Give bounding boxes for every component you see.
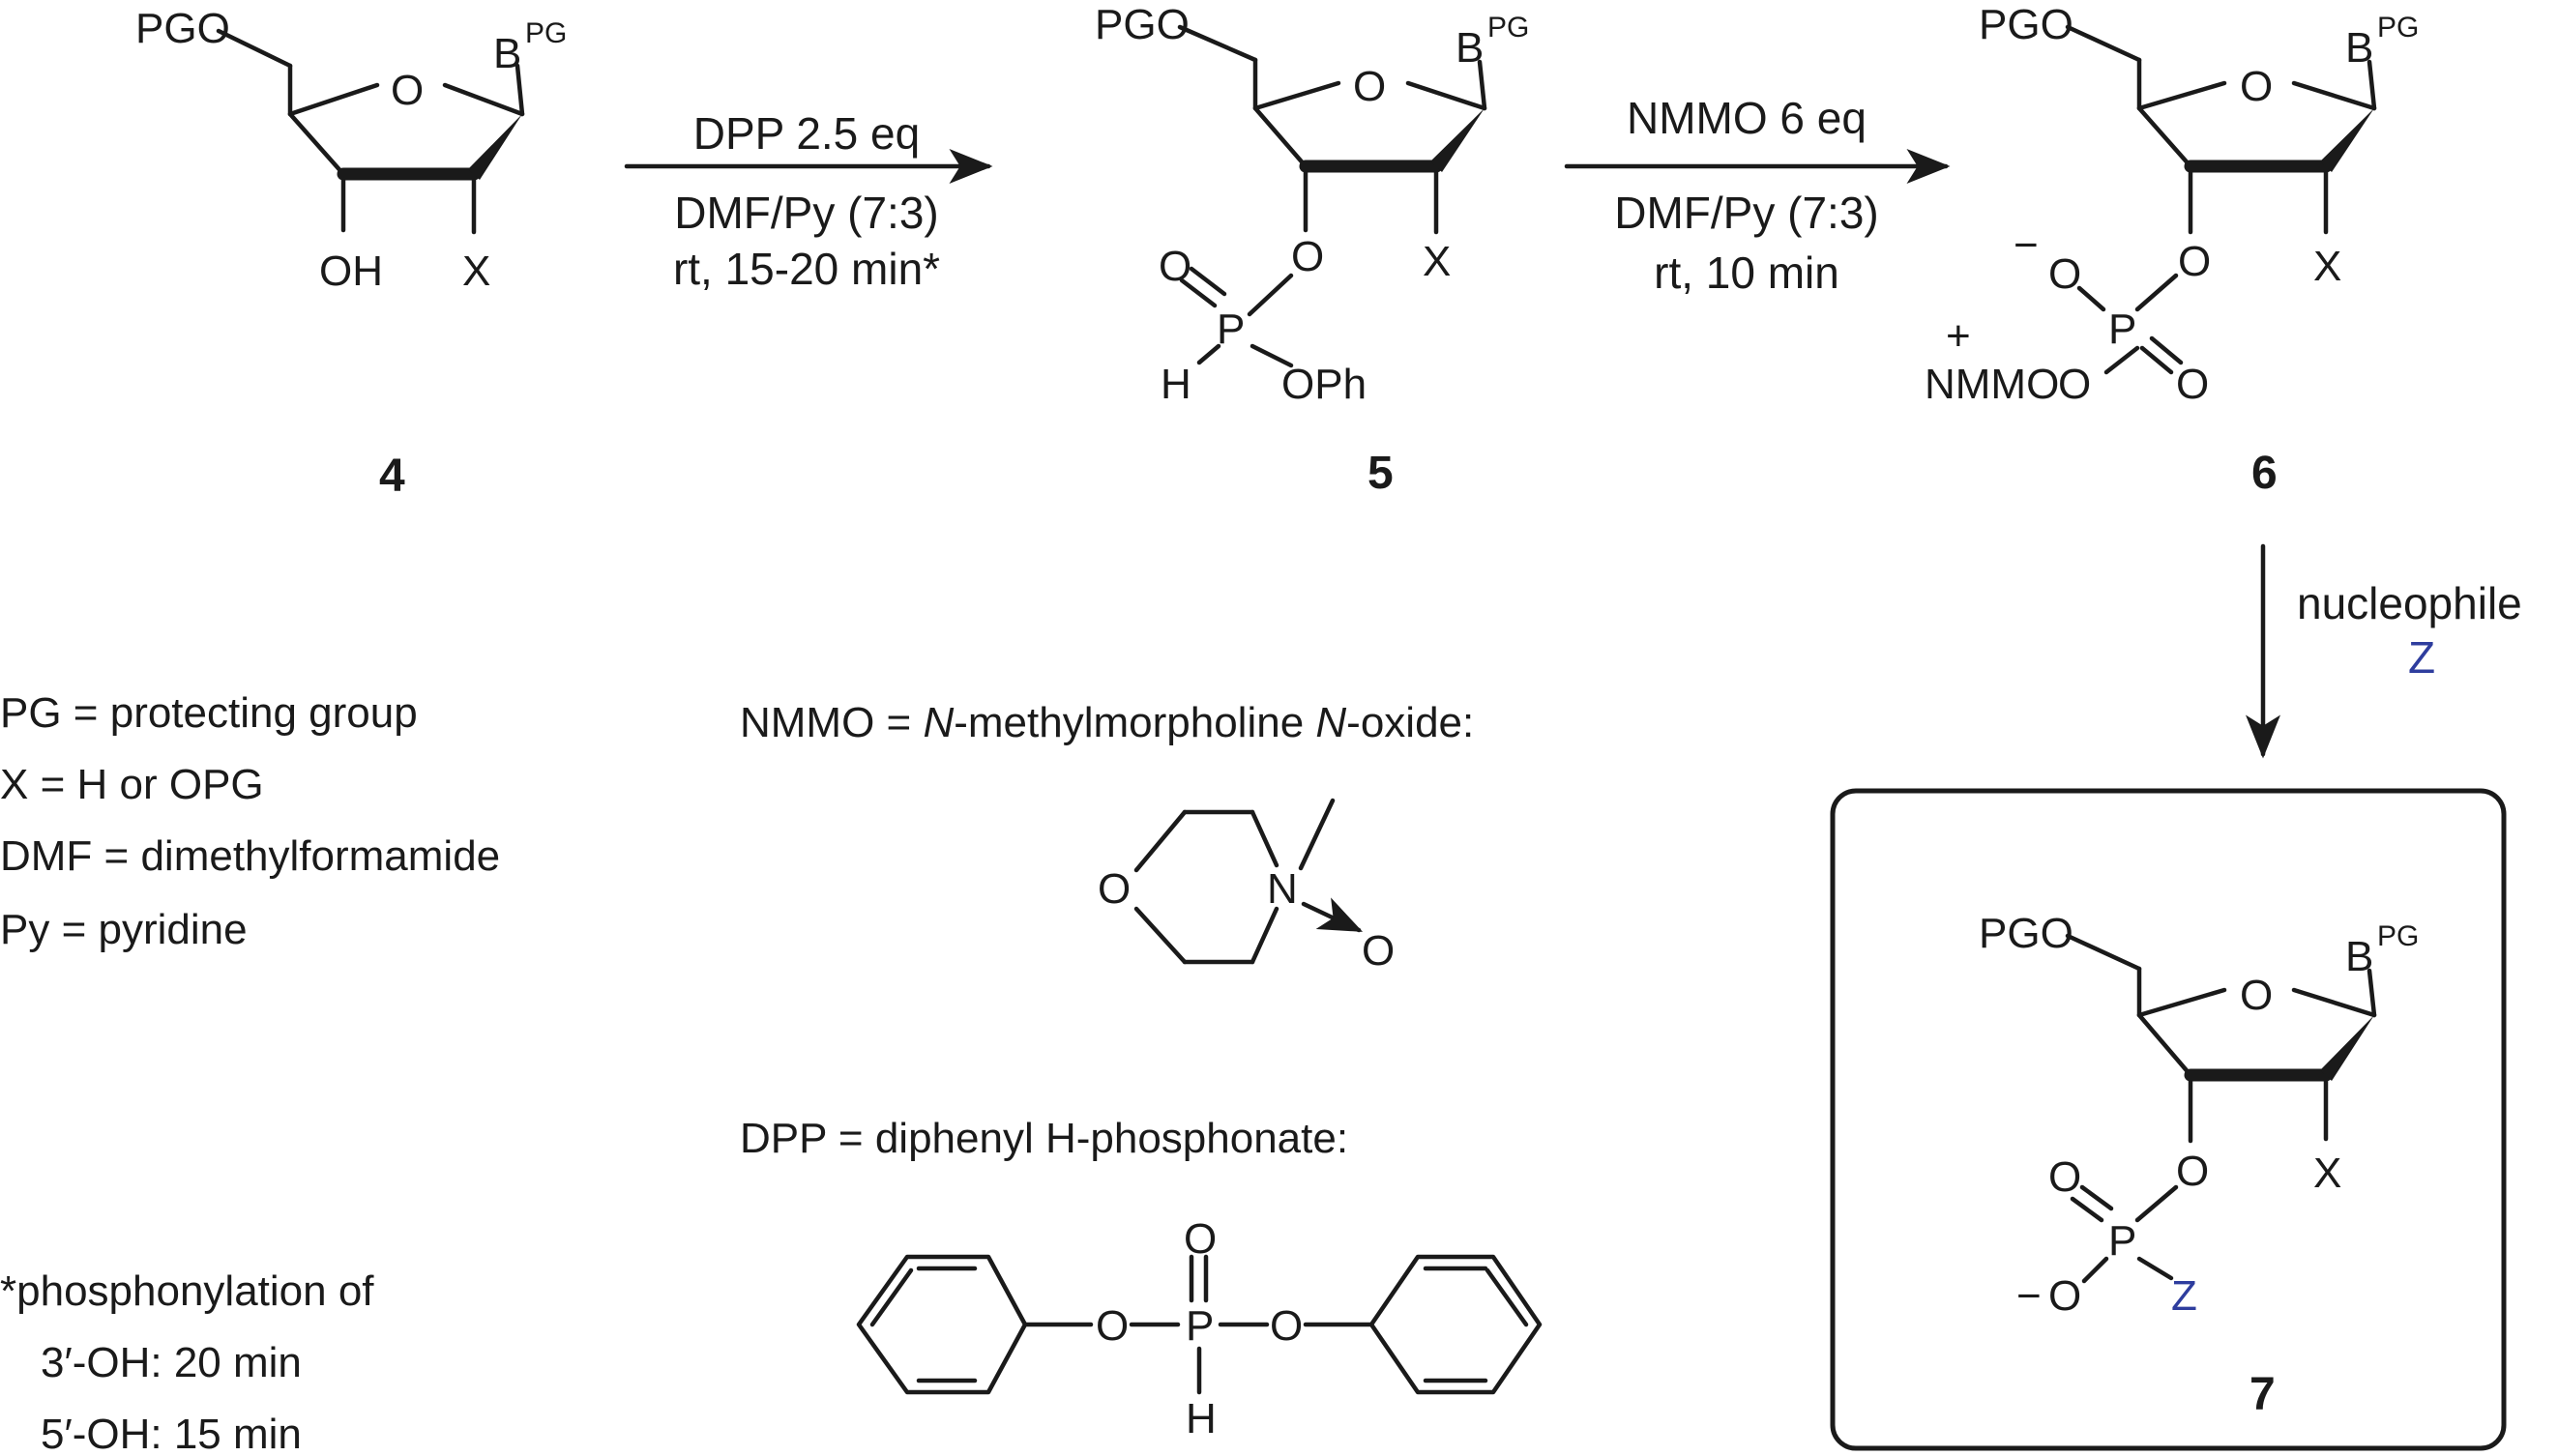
nmmo-ring-o: O xyxy=(1098,865,1131,913)
c7-o3: O xyxy=(2176,1148,2209,1195)
c4-number: 4 xyxy=(379,451,405,502)
c6-plus-sign: + xyxy=(1946,312,1971,360)
reaction-step-3: nucleophile Z xyxy=(2246,543,2522,759)
c6-pgo: PGO xyxy=(1979,1,2073,48)
c7-number: 7 xyxy=(2249,1369,2276,1420)
footnote-line2: 3′-OH: 20 min xyxy=(41,1339,302,1386)
legend-dmf: DMF = dimethylformamide xyxy=(0,832,500,880)
footnote: *phosphonylation of 3′-OH: 20 min 5′-OH:… xyxy=(0,1267,374,1456)
dpp-o-right: O xyxy=(1270,1302,1303,1350)
dpp-phosphorus: P xyxy=(1186,1302,1214,1350)
c6-nmmo: NMMO xyxy=(1925,361,2059,408)
nmmo-n-oxide-o: O xyxy=(1362,927,1395,975)
nmmo-structure: O N O xyxy=(1098,798,1395,975)
c6-p-oxo: O xyxy=(2176,361,2209,408)
step1-conditions: rt, 15-20 min* xyxy=(673,244,940,294)
legend-pg: PG = protecting group xyxy=(0,689,418,737)
dpp-definition-text: DPP = diphenyl H-phosphonate: xyxy=(740,1115,1348,1162)
c5-number: 5 xyxy=(1367,448,1394,499)
dpp-o-top: O xyxy=(1184,1215,1217,1263)
step3-nucleophile-z: Z xyxy=(2408,632,2435,683)
reaction-step-2: NMMO 6 eq DMF/Py (7:3) rt, 10 min xyxy=(1564,93,1951,298)
legend-x: X = H or OPG xyxy=(0,761,264,808)
c5-base-sup: PG xyxy=(1487,12,1529,44)
nmmo-n: N xyxy=(1267,865,1298,913)
nmmo-definition-text: NMMO = N-methylmorpholine N-oxide: xyxy=(740,699,1474,746)
c7-z: Z xyxy=(2171,1272,2197,1320)
compound-5: PGO O B PG O X O P H OPh 5 xyxy=(1095,1,1529,499)
c5-base: B xyxy=(1455,24,1484,72)
product-box xyxy=(1830,788,2507,1451)
c6-ring-o: O xyxy=(2240,63,2273,110)
c6-o3: O xyxy=(2178,238,2211,285)
abbreviation-legend: PG = protecting group X = H or OPG DMF =… xyxy=(0,689,500,953)
footnote-line3: 5′-OH: 15 min xyxy=(41,1411,302,1456)
c7-phosphorus: P xyxy=(2108,1217,2136,1265)
nmmo-definition: NMMO = N-methylmorpholine N-oxide: O N O xyxy=(740,699,1474,975)
c7-minus-sign: − xyxy=(2016,1272,2042,1320)
c7-o-anion: O xyxy=(2048,1272,2081,1320)
c6-base: B xyxy=(2345,24,2373,72)
c7-ring-o: O xyxy=(2240,972,2273,1019)
c5-phosphorus: P xyxy=(1217,306,1245,353)
c7-pgo: PGO xyxy=(1979,910,2073,957)
c5-ring-o: O xyxy=(1353,63,1386,110)
c5-h: H xyxy=(1161,361,1191,408)
c7-p-oxo: O xyxy=(2048,1153,2081,1201)
dpp-structure: O P O O H xyxy=(856,1215,1543,1442)
step2-reagent: NMMO 6 eq xyxy=(1627,93,1867,143)
c4-base: B xyxy=(493,30,521,77)
compound-4: PGO O B PG OH X 4 xyxy=(135,5,567,502)
c4-x: X xyxy=(462,248,490,295)
c5-p-oxo: O xyxy=(1159,243,1191,290)
reaction-step-1: DPP 2.5 eq DMF/Py (7:3) rt, 15-20 min* xyxy=(624,108,993,294)
c7-x: X xyxy=(2313,1150,2341,1197)
c5-pgo: PGO xyxy=(1095,1,1190,48)
c4-pgo: PGO xyxy=(135,5,230,52)
c6-base-sup: PG xyxy=(2377,12,2419,44)
footnote-line1: *phosphonylation of xyxy=(0,1267,374,1315)
c6-number: 6 xyxy=(2251,448,2278,499)
c6-o-anion: O xyxy=(2048,250,2081,298)
dpp-o-left: O xyxy=(1096,1302,1129,1350)
step3-reagent: nucleophile xyxy=(2297,578,2522,628)
dpp-definition: DPP = diphenyl H-phosphonate: O P O O H xyxy=(740,1115,1543,1442)
legend-py: Py = pyridine xyxy=(0,906,248,953)
dpp-h: H xyxy=(1186,1395,1217,1442)
step2-solvent: DMF/Py (7:3) xyxy=(1614,188,1878,238)
step2-conditions: rt, 10 min xyxy=(1654,248,1839,298)
c6-x: X xyxy=(2313,243,2341,290)
c7-base: B xyxy=(2345,933,2373,980)
c6-counter-o: O xyxy=(2058,361,2091,408)
c4-ring-o: O xyxy=(391,67,424,114)
c5-x: X xyxy=(1423,238,1451,285)
c6-phosphorus: P xyxy=(2108,306,2136,353)
step1-solvent: DMF/Py (7:3) xyxy=(674,188,938,238)
c7-base-sup: PG xyxy=(2377,920,2419,952)
c5-o3: O xyxy=(1291,233,1324,280)
c4-base-sup: PG xyxy=(525,17,567,49)
c4-oh: OH xyxy=(319,248,383,295)
compound-6: PGO O B PG O X − O P O + NMMO O 6 xyxy=(1925,1,2419,499)
c5-oph: OPh xyxy=(1281,361,1367,408)
compound-7: PGO O B PG O X O P − O Z 7 xyxy=(1830,788,2507,1451)
c6-minus-sign: − xyxy=(2014,221,2039,269)
step1-reagent: DPP 2.5 eq xyxy=(693,108,920,159)
